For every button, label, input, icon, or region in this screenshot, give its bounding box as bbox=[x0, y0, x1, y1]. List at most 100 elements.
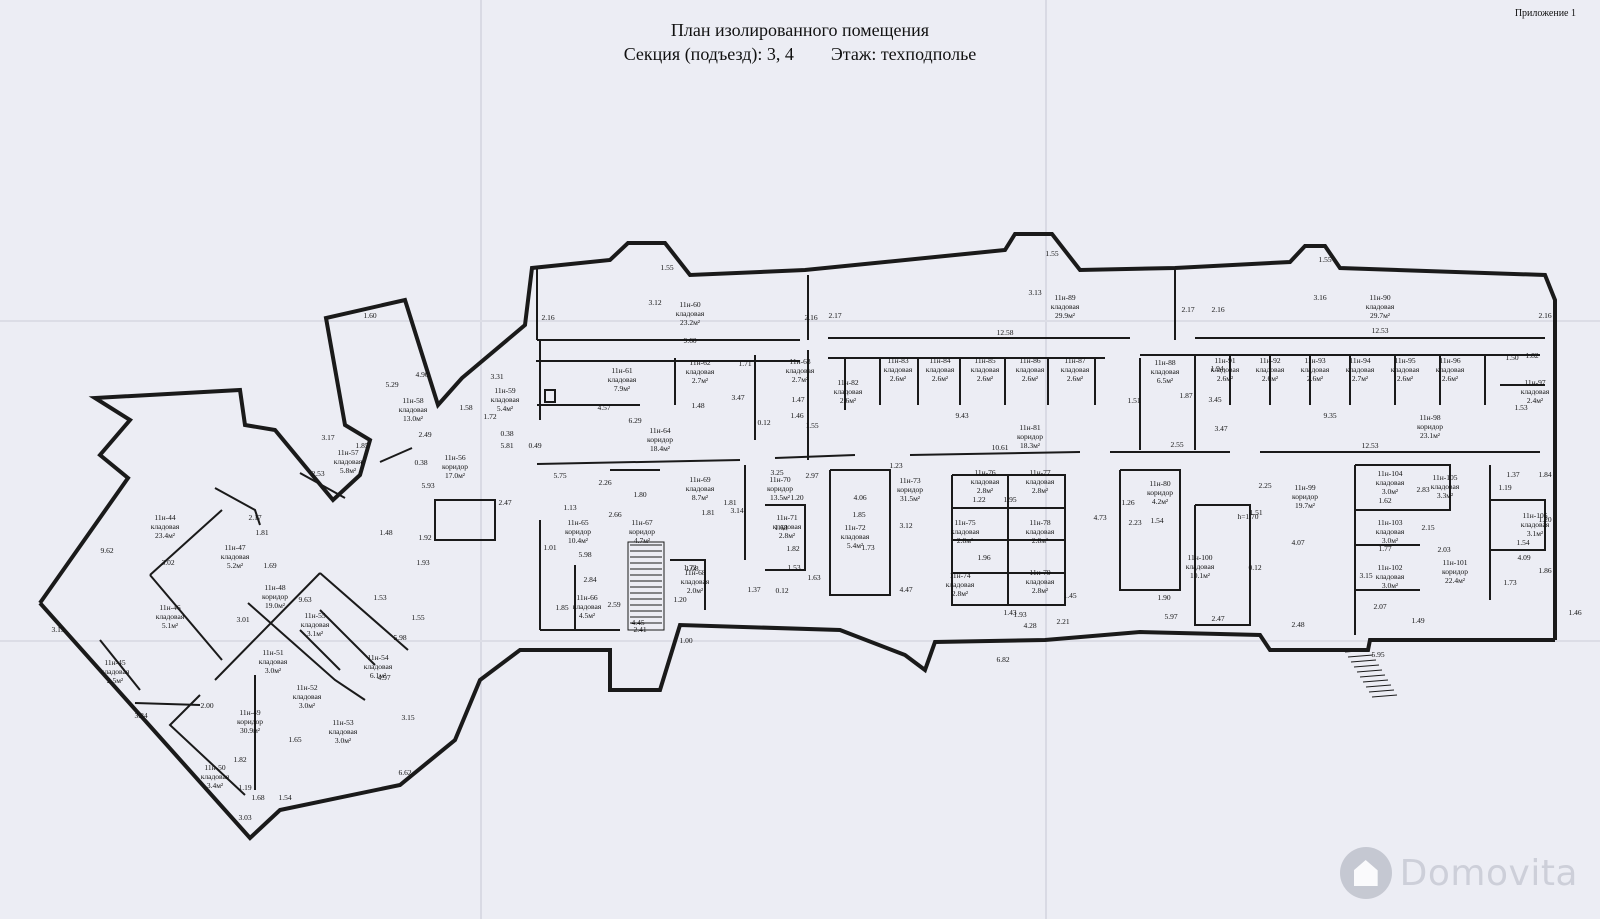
room-id: 11н-80 bbox=[1149, 479, 1170, 488]
dimension-label: 2.07 bbox=[1373, 602, 1386, 611]
room-id: 11н-58 bbox=[402, 396, 423, 405]
dimension-label: 1.81 bbox=[255, 528, 268, 537]
room-type: кладовая bbox=[1186, 562, 1215, 571]
room-id: 11н-49 bbox=[239, 708, 260, 717]
room-id: 11н-64 bbox=[649, 426, 670, 435]
room-type: кладовая bbox=[1151, 367, 1180, 376]
dimension-label: 1.93 bbox=[1013, 610, 1026, 619]
room-area: 4.5м² bbox=[579, 611, 596, 620]
room-id: 11н-73 bbox=[899, 476, 920, 485]
dimension-label: 3.16 bbox=[1313, 293, 1326, 302]
room-area: 2.8м² bbox=[779, 531, 796, 540]
dimension-label: 1.82 bbox=[233, 755, 246, 764]
dimension-label: 4.09 bbox=[1517, 553, 1530, 562]
room-type: кладовая bbox=[301, 620, 330, 629]
house-logo-icon bbox=[1339, 847, 1392, 899]
dimension-label: 10.61 bbox=[992, 443, 1009, 452]
dimension-label: 1.69 bbox=[263, 561, 276, 570]
room-type: кладовая bbox=[293, 692, 322, 701]
dimension-label: 1.45 bbox=[1063, 591, 1076, 600]
room-id: 11н-79 bbox=[1029, 568, 1050, 577]
room-id: 11н-67 bbox=[631, 518, 652, 527]
fold-line bbox=[480, 0, 482, 919]
room-type: кладовая bbox=[1376, 572, 1405, 581]
room-type: коридор bbox=[897, 485, 923, 494]
dimension-label: 2.03 bbox=[1437, 545, 1450, 554]
dimension-label: 0.38 bbox=[500, 429, 513, 438]
dimension-label: 0.49 bbox=[528, 441, 541, 450]
dimension-label: 5.98 bbox=[578, 550, 591, 559]
dimension-label: 3.12 bbox=[899, 521, 912, 530]
room-type: кладовая bbox=[884, 365, 913, 374]
dimension-label: 3.17 bbox=[321, 433, 334, 442]
room-type: кладовая bbox=[1026, 477, 1055, 486]
page-title: План изолированного помещения bbox=[670, 20, 930, 40]
room-type: кладовая bbox=[101, 667, 130, 676]
fold-line bbox=[0, 640, 1600, 642]
dimension-label: 1.08 bbox=[685, 564, 698, 573]
room-type: кладовая bbox=[1061, 365, 1090, 374]
room-area: 5.4м² bbox=[497, 404, 514, 413]
dimension-label: 2.16 bbox=[1538, 311, 1551, 320]
dimension-label: 5.95 bbox=[1371, 650, 1384, 659]
room-type: коридор bbox=[1417, 422, 1443, 431]
section-label: Секция (подъезд): 3, 4 bbox=[623, 44, 794, 64]
room-area: 3.4м² bbox=[207, 781, 224, 790]
dimension-label: 3.45 bbox=[1208, 395, 1221, 404]
room-id: 11н-44 bbox=[154, 513, 175, 522]
dimension-label: 2.41 bbox=[633, 625, 646, 634]
room-id: 11н-95 bbox=[1394, 356, 1415, 365]
room-type: коридор bbox=[1442, 567, 1468, 576]
room-id: 11н-101 bbox=[1443, 558, 1468, 567]
room-area: 2.5м² bbox=[107, 676, 124, 685]
room-id: 11н-65 bbox=[567, 518, 588, 527]
dimension-label: 4.90 bbox=[415, 370, 428, 379]
dimension-label: 0.38 bbox=[414, 458, 427, 467]
dimension-label: 1.60 bbox=[363, 311, 376, 320]
dimension-label: 1.13 bbox=[563, 503, 576, 512]
room-area: 3.3м² bbox=[1437, 491, 1454, 500]
room-type: кладовая bbox=[1051, 302, 1080, 311]
room-id: 11н-104 bbox=[1378, 469, 1403, 478]
room-type: кладовая bbox=[834, 387, 863, 396]
dimension-label: 3.01 bbox=[236, 615, 249, 624]
dimension-label: 1.84 bbox=[1538, 470, 1551, 479]
dimension-label: 1.50 bbox=[1505, 353, 1518, 362]
dimension-label: 2.49 bbox=[418, 430, 431, 439]
room-id: 11н-69 bbox=[689, 475, 710, 484]
room-type: кладовая bbox=[786, 366, 815, 375]
dimension-label: 1.55 bbox=[660, 263, 673, 272]
dimension-label: 1.51 bbox=[1127, 396, 1140, 405]
room-type: кладовая bbox=[681, 577, 710, 586]
room-id: 11н-94 bbox=[1349, 356, 1370, 365]
room-id: 11н-60 bbox=[679, 300, 700, 309]
dimension-label: 2.17 bbox=[828, 311, 841, 320]
dimension-label: 9.43 bbox=[955, 411, 968, 420]
room-type: кладовая bbox=[971, 365, 1000, 374]
room-area: 2.8м² bbox=[957, 536, 974, 545]
room-area: 17.0м² bbox=[445, 471, 466, 480]
dimension-label: 1.46 bbox=[1568, 608, 1581, 617]
dimension-label: 2.15 bbox=[1421, 523, 1434, 532]
dimension-label: 2.16 bbox=[1211, 305, 1224, 314]
room-id: 11н-54 bbox=[367, 653, 388, 662]
room-type: кладовая bbox=[686, 367, 715, 376]
room-area: 10.1м² bbox=[1190, 571, 1211, 580]
room-id: 11н-83 bbox=[887, 356, 908, 365]
dimension-label: 1.53 bbox=[1514, 403, 1527, 412]
